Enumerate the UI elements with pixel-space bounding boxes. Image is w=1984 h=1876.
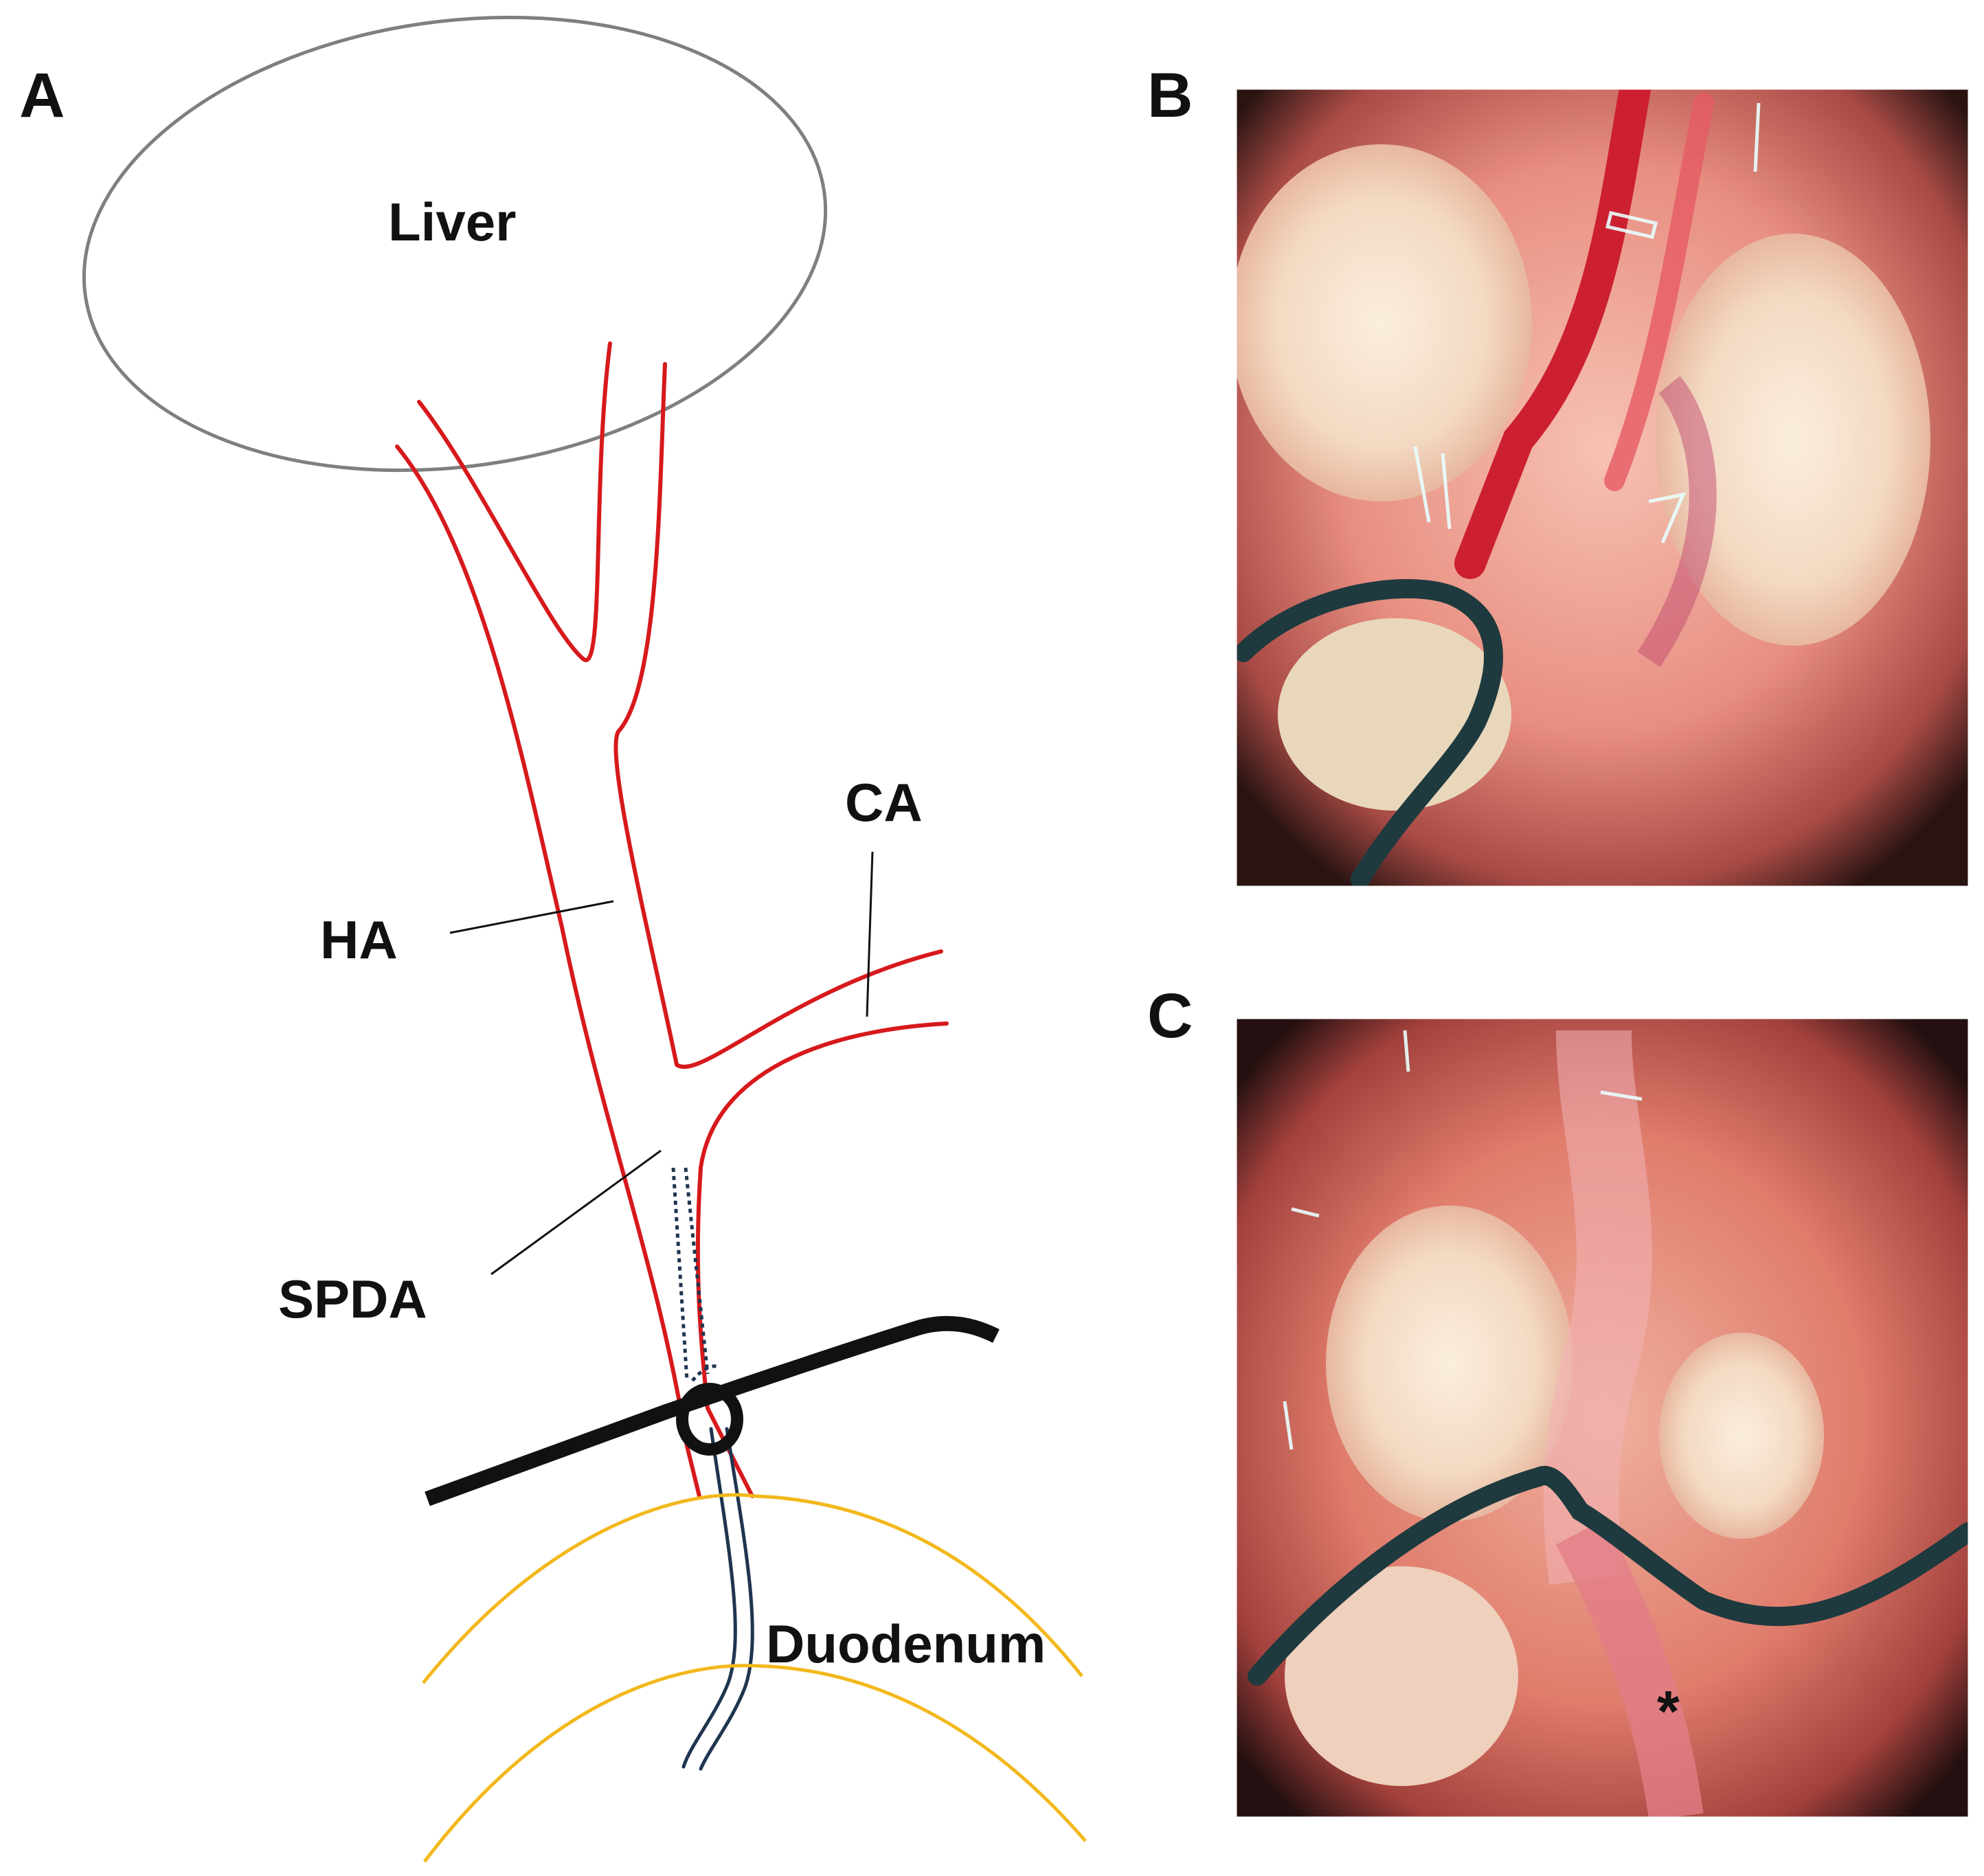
hepatic-artery — [395, 341, 949, 1498]
duodenum-label: Duodenum — [766, 1614, 1046, 1674]
panel-a-letter: A — [19, 60, 65, 131]
panel-b: B — [1147, 60, 1969, 887]
panel-c-letter: C — [1147, 981, 1193, 1051]
photo-c — [1237, 1019, 1968, 1817]
asterisk-marker: * — [1657, 1679, 1680, 1743]
ligature-thread — [425, 1315, 1000, 1506]
panel-a: A Liver — [19, 15, 1087, 1863]
panel-c: C * — [1147, 981, 1969, 1818]
duodenum-outline — [422, 1493, 1087, 1863]
leader-lines — [449, 851, 874, 1276]
liver-outline — [82, 15, 828, 473]
spda-label: SPDA — [278, 1269, 427, 1329]
ca-label: CA — [845, 772, 923, 833]
catheter-dotted — [671, 1167, 721, 1382]
ha-label: HA — [320, 909, 398, 970]
liver-label: Liver — [388, 192, 516, 252]
panel-b-letter: B — [1147, 60, 1193, 131]
photo-b — [1237, 89, 1968, 886]
catheter-solid — [681, 1427, 754, 1771]
ligature-knot — [676, 1383, 743, 1456]
